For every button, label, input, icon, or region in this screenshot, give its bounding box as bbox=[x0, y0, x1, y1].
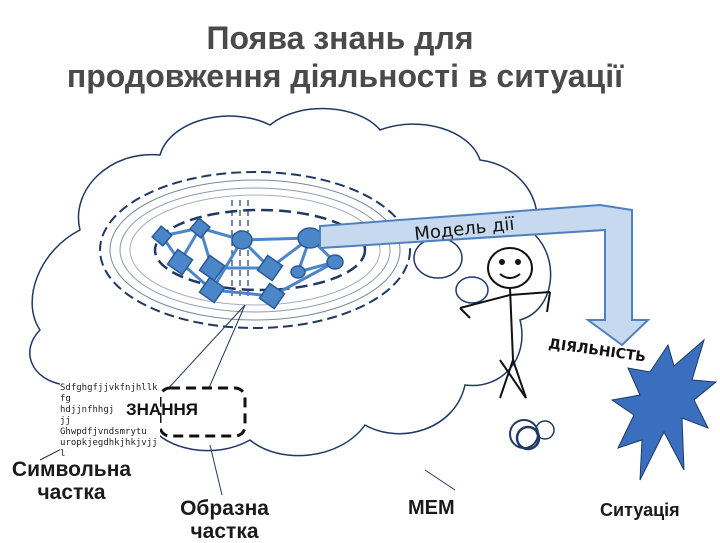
mem-label: МЕМ bbox=[408, 497, 455, 519]
stick-figure bbox=[459, 247, 551, 399]
network-nodes bbox=[151, 217, 344, 310]
action-model-arrow bbox=[319, 203, 651, 347]
text-line: uropkjegdhkjhkjvjjl bbox=[60, 438, 158, 459]
text-line: jj bbox=[60, 416, 71, 426]
thought-cloud bbox=[29, 107, 552, 457]
network-node bbox=[151, 225, 173, 247]
text-line: Ghwpdfjvndsmrytu bbox=[60, 427, 147, 437]
text-line: hdjjnfhhgj bbox=[60, 405, 115, 415]
symbolic-part-label: Символьна частка bbox=[11, 458, 132, 504]
network-node bbox=[326, 254, 344, 270]
title-line-2: продовження діяльності в ситуації bbox=[66, 58, 624, 94]
situation-burst bbox=[610, 338, 718, 481]
situation-label: Ситуація bbox=[600, 500, 680, 520]
network-node bbox=[166, 248, 194, 276]
network-node bbox=[198, 254, 226, 282]
network-node bbox=[297, 227, 323, 249]
knowledge-ring bbox=[99, 171, 411, 329]
network-node bbox=[256, 254, 284, 282]
mem-circles bbox=[509, 419, 555, 451]
activity-label: ДІЯЛЬНІСТЬ bbox=[547, 336, 646, 366]
network-node bbox=[231, 230, 253, 250]
network-node bbox=[198, 276, 226, 304]
network-node bbox=[189, 217, 211, 239]
dashed-columns bbox=[231, 200, 249, 300]
figurative-part-label: Образна частка bbox=[180, 497, 269, 543]
symbolic-text-box: Sdfghgfjjvkfnjhllkfg hdjjnfhhgj jj Ghwpd… bbox=[60, 383, 160, 460]
network-node bbox=[290, 265, 306, 279]
knowledge-label: ЗНАННЯ bbox=[126, 400, 198, 419]
text-line: Sdfghgfjjvkfnjhllkfg bbox=[60, 383, 158, 404]
knowledge-box bbox=[158, 386, 247, 438]
network-node bbox=[258, 282, 286, 310]
title-line-1: Поява знань для bbox=[206, 20, 474, 56]
